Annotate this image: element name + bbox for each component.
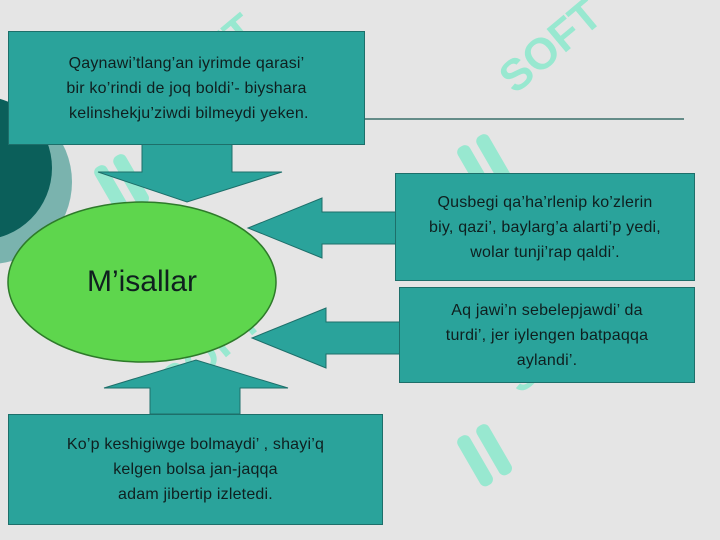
- example-text-top: Qaynawi’tlang’an iyrimde qarasi’ bir ko’…: [66, 54, 309, 122]
- example-text-right-top: Qusbegi qa’ha’rlenip ko’zlerin biy, qazi…: [429, 193, 661, 261]
- example-text-right-bottom: Aq jawi’n sebelepjawdi’ da turdi’, jer i…: [445, 301, 649, 369]
- arrow-top-down: [97, 143, 283, 203]
- arrow-bottom-up: [103, 359, 289, 415]
- example-text-bottom: Ko’p keshigiwge bolmaydi’ , shayi’q kelg…: [66, 436, 325, 503]
- example-box-bottom: Ko’p keshigiwge bolmaydi’ , shayi’q kelg…: [8, 414, 383, 525]
- arrow-right-bottom-left: [250, 307, 401, 369]
- arrow-right-top-left: [246, 197, 397, 259]
- center-label: M’isallar: [86, 265, 197, 298]
- watermark-text: SOFT: [490, 0, 611, 103]
- example-box-right-top: Qusbegi qa’ha’rlenip ko’zlerin biy, qazi…: [395, 173, 695, 281]
- example-box-right-bottom: Aq jawi’n sebelepjawdi’ da turdi’, jer i…: [399, 287, 695, 383]
- soft-logo-icon: [457, 424, 512, 487]
- center-ellipse: [7, 201, 277, 363]
- example-box-top: Qaynawi’tlang’an iyrimde qarasi’ bir ko’…: [8, 31, 365, 145]
